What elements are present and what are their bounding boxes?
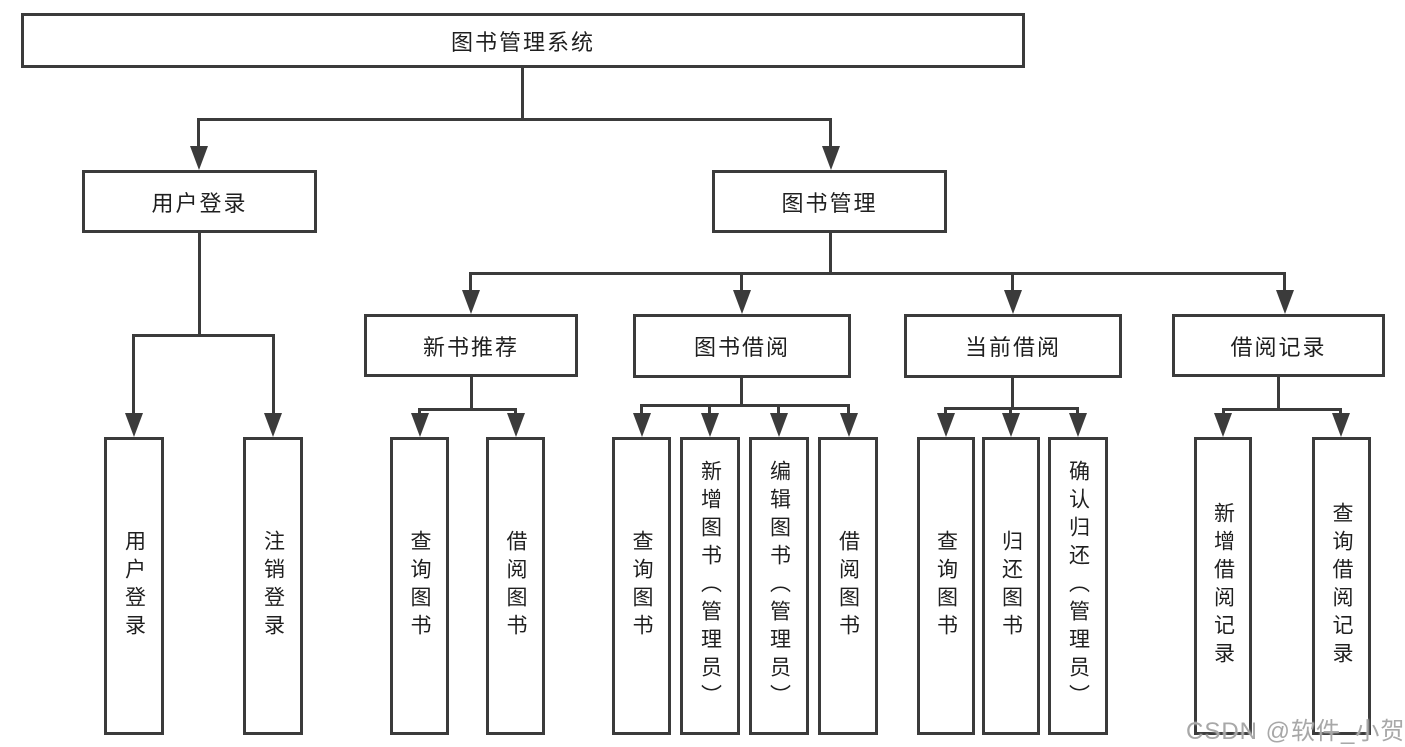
leaf-query-book-3: 查询图书	[917, 437, 975, 735]
arrow-down-icon	[462, 290, 480, 314]
leaf-query-borrow-record: 查询借阅记录	[1312, 437, 1371, 735]
connector-vline	[521, 68, 524, 121]
arrow-down-icon	[411, 413, 429, 437]
connector-vline	[1339, 408, 1342, 415]
connector-vline	[132, 334, 135, 415]
leaf-label: 编辑图书（管理员）	[767, 460, 791, 712]
connector-vline	[1222, 408, 1225, 415]
leaf-borrow-book-2: 借阅图书	[818, 437, 878, 735]
connector-vline	[198, 233, 201, 337]
connector-vline	[1277, 377, 1280, 410]
connector-vline	[829, 118, 832, 148]
arrow-down-icon	[701, 413, 719, 437]
arrow-down-icon	[125, 413, 143, 437]
leaf-label: 确认归还（管理员）	[1066, 460, 1090, 712]
arrow-down-icon	[770, 413, 788, 437]
connector-hline	[197, 118, 832, 121]
connector-vline	[829, 233, 832, 275]
connector-vline	[740, 272, 743, 292]
csdn-watermark: CSDN @软件_小贺同学	[1186, 718, 1405, 745]
leaf-add-borrow-record: 新增借阅记录	[1194, 437, 1252, 735]
connector-vline	[847, 404, 850, 414]
leaf-logout: 注销登录	[243, 437, 303, 735]
connector-vline	[418, 408, 421, 415]
connector-hline	[418, 408, 517, 411]
arrow-down-icon	[190, 146, 208, 170]
connector-vline	[272, 334, 275, 415]
connector-hline	[1222, 408, 1342, 411]
arrow-down-icon	[1002, 413, 1020, 437]
node-book-borrow: 图书借阅	[633, 314, 851, 378]
arrow-down-icon	[1276, 290, 1294, 314]
connector-hline	[132, 334, 275, 337]
node-current-borrow: 当前借阅	[904, 314, 1122, 378]
leaf-return-book: 归还图书	[982, 437, 1040, 735]
arrow-down-icon	[507, 413, 525, 437]
node-root: 图书管理系统	[21, 13, 1025, 68]
arrow-down-icon	[633, 413, 651, 437]
leaf-query-book-1: 查询图书	[390, 437, 449, 735]
arrow-down-icon	[840, 413, 858, 437]
connector-vline	[1011, 272, 1014, 292]
connector-vline	[1009, 407, 1012, 415]
connector-vline	[777, 404, 780, 414]
connector-vline	[470, 377, 473, 411]
leaf-label: 查询借阅记录	[1330, 502, 1353, 670]
leaf-query-book-2: 查询图书	[612, 437, 671, 735]
leaf-label: 注销登录	[261, 530, 285, 642]
connector-vline	[197, 118, 200, 148]
leaf-label: 查询图书	[630, 530, 653, 642]
connector-vline	[640, 404, 643, 414]
leaf-add-book-admin: 新增图书（管理员）	[680, 437, 740, 735]
arrow-down-icon	[822, 146, 840, 170]
arrow-down-icon	[1004, 290, 1022, 314]
leaf-edit-book-admin: 编辑图书（管理员）	[749, 437, 809, 735]
leaf-label: 借阅图书	[836, 530, 860, 642]
leaf-user-login: 用户登录	[104, 437, 164, 735]
leaf-confirm-return-admin: 确认归还（管理员）	[1048, 437, 1108, 735]
arrow-down-icon	[1332, 413, 1350, 437]
arrow-down-icon	[1214, 413, 1232, 437]
arrow-down-icon	[1069, 413, 1087, 437]
connector-vline	[708, 404, 711, 414]
leaf-label: 借阅图书	[504, 530, 527, 642]
connector-vline	[1283, 272, 1286, 292]
leaf-label: 查询图书	[934, 530, 958, 642]
leaf-label: 新增图书（管理员）	[698, 460, 722, 712]
node-user-login: 用户登录	[82, 170, 317, 233]
leaf-borrow-book-1: 借阅图书	[486, 437, 545, 735]
node-new-book-recommend: 新书推荐	[364, 314, 578, 377]
node-book-management: 图书管理	[712, 170, 947, 233]
leaf-label: 归还图书	[999, 530, 1023, 642]
connector-vline	[944, 407, 947, 415]
leaf-label: 用户登录	[122, 530, 146, 642]
node-borrow-record: 借阅记录	[1172, 314, 1385, 377]
connector-vline	[740, 378, 743, 406]
connector-hline	[469, 272, 1286, 275]
connector-vline	[469, 272, 472, 292]
connector-vline	[1076, 407, 1079, 415]
connector-vline	[1011, 378, 1014, 409]
connector-hline	[640, 404, 850, 407]
arrow-down-icon	[264, 413, 282, 437]
arrow-down-icon	[937, 413, 955, 437]
arrow-down-icon	[733, 290, 751, 314]
leaf-label: 新增借阅记录	[1211, 502, 1235, 670]
leaf-label: 查询图书	[408, 530, 431, 642]
connector-vline	[514, 408, 517, 415]
